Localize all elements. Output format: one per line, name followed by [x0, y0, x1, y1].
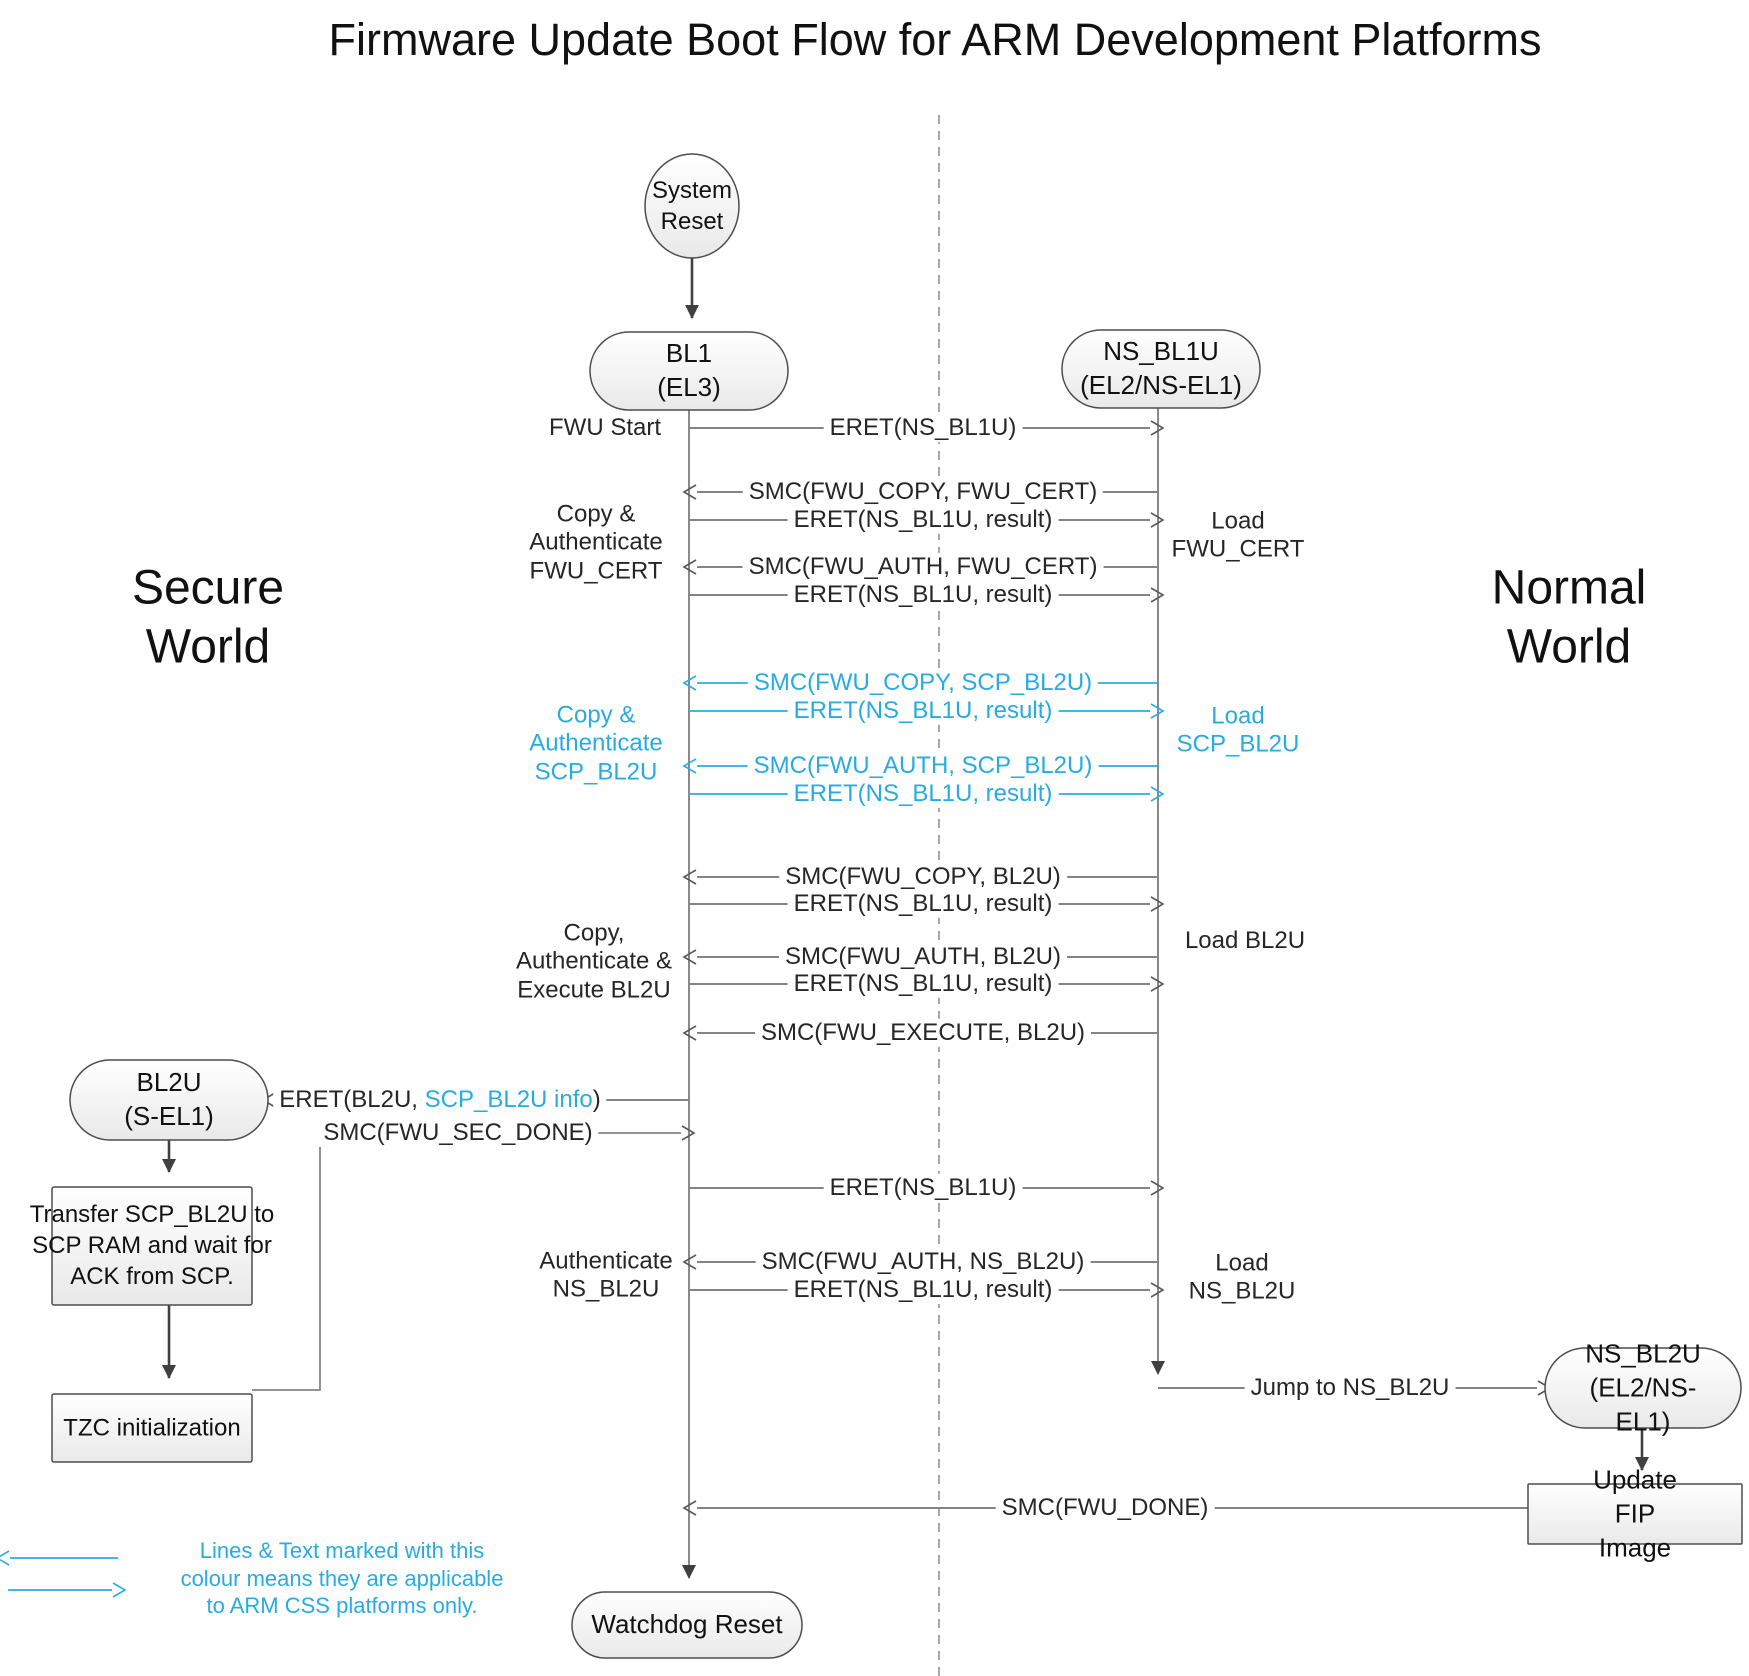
watchdog-reset-shape	[571, 1591, 803, 1659]
label-copy-auth-scp-bl2u: Copy & Authenticate SCP_BL2U	[529, 701, 663, 786]
msg-smc-fwu-sec-done: SMC(FWU_SEC_DONE)	[317, 1118, 599, 1148]
watchdog-reset-node: Watchdog Reset	[591, 1609, 783, 1640]
msg-eret-result-5: ERET(NS_BL1U, result)	[787, 889, 1059, 919]
system-reset-shape	[644, 153, 740, 259]
msg-smc-fwu-done: SMC(FWU_DONE)	[995, 1493, 1215, 1523]
msg-eret-result-2: ERET(NS_BL1U, result)	[787, 580, 1059, 610]
update-fip-node: Update FIP Image	[1593, 1464, 1677, 1562]
msg-smc-fwu-auth-bl2u: SMC(FWU_AUTH, BL2U)	[778, 942, 1068, 972]
system-reset-node: System Reset	[651, 176, 733, 235]
msg-smc-fwu-auth-ns-bl2u: SMC(FWU_AUTH, NS_BL2U)	[755, 1247, 1091, 1277]
flow-arrows	[162, 258, 1649, 1471]
bl2u-shape	[69, 1059, 269, 1141]
msg-eret-result-3: ERET(NS_BL1U, result)	[787, 696, 1059, 726]
tzc-init-shape	[51, 1393, 253, 1463]
label-load-bl2u: Load BL2U	[1184, 926, 1306, 954]
msg-eret-bl2u-prefix: ERET(BL2U,	[279, 1085, 425, 1113]
bl1-node: BL1 (EL3)	[657, 338, 721, 402]
msg-smc-fwu-copy-fwu-cert: SMC(FWU_COPY, FWU_CERT)	[742, 477, 1104, 507]
update-fip-shape	[1527, 1483, 1743, 1545]
ns-bl2u-node: NS_BL2U (EL2/NS-EL1)	[1585, 1338, 1701, 1436]
msg-eret-bl2u-suffix: )	[592, 1085, 601, 1113]
ns-bl1u-node: NS_BL1U (EL2/NS-EL1)	[1080, 336, 1242, 400]
msg-smc-fwu-auth-scp-bl2u: SMC(FWU_AUTH, SCP_BL2U)	[747, 751, 1099, 781]
msg-eret-bl2u-highlight: SCP_BL2U info	[424, 1085, 593, 1113]
label-copy-auth-exec-bl2u: Copy, Authenticate & Execute BL2U	[515, 919, 673, 1004]
bl2u-node: BL2U (S-EL1)	[124, 1067, 214, 1131]
msg-eret-result-1: ERET(NS_BL1U, result)	[787, 505, 1059, 535]
transfer-scp-node: Transfer SCP_BL2U to SCP RAM and wait fo…	[29, 1201, 275, 1291]
label-copy-auth-fwu-cert: Copy & Authenticate FWU_CERT	[529, 500, 663, 585]
msg-smc-fwu-auth-fwu-cert: SMC(FWU_AUTH, FWU_CERT)	[742, 552, 1104, 582]
label-load-fwu-cert: Load FWU_CERT	[1171, 507, 1305, 563]
label-load-ns-bl2u: Load NS_BL2U	[1188, 1249, 1296, 1305]
msg-smc-fwu-copy-scp-bl2u: SMC(FWU_COPY, SCP_BL2U)	[747, 668, 1099, 698]
node-shapes	[51, 153, 1743, 1659]
legend-text: Lines & Text marked with this colour mea…	[180, 1537, 504, 1618]
secure-world-label: Secure World	[131, 561, 285, 673]
msg-eret-bl2u-scp-info: ERET(BL2U, SCP_BL2U info)	[273, 1085, 607, 1115]
msg-jump-to-ns-bl2u: Jump to NS_BL2U	[1244, 1373, 1456, 1403]
msg-eret-result-7: ERET(NS_BL1U, result)	[787, 1275, 1059, 1305]
tzc-init-node: TZC initialization	[63, 1414, 241, 1442]
msg-eret-ns-bl1u: ERET(NS_BL1U)	[823, 413, 1023, 443]
ns-bl1u-shape	[1061, 329, 1261, 409]
msg-smc-fwu-execute-bl2u: SMC(FWU_EXECUTE, BL2U)	[754, 1018, 1092, 1048]
normal-world-label: Normal World	[1491, 561, 1647, 673]
diagram-title: Firmware Update Boot Flow for ARM Develo…	[328, 14, 1542, 65]
msg-eret-result-4: ERET(NS_BL1U, result)	[787, 779, 1059, 809]
bl1-shape	[589, 331, 789, 411]
ns-bl2u-shape	[1544, 1347, 1742, 1429]
label-fwu-start: FWU Start	[549, 413, 661, 441]
label-load-scp-bl2u: Load SCP_BL2U	[1176, 702, 1300, 758]
label-authenticate-ns-bl2u: Authenticate NS_BL2U	[539, 1247, 673, 1303]
msg-eret-ns-bl1u-2: ERET(NS_BL1U)	[823, 1173, 1023, 1203]
transfer-scp-shape	[51, 1186, 253, 1306]
msg-smc-fwu-copy-bl2u: SMC(FWU_COPY, BL2U)	[779, 862, 1067, 892]
msg-eret-result-6: ERET(NS_BL1U, result)	[787, 969, 1059, 999]
